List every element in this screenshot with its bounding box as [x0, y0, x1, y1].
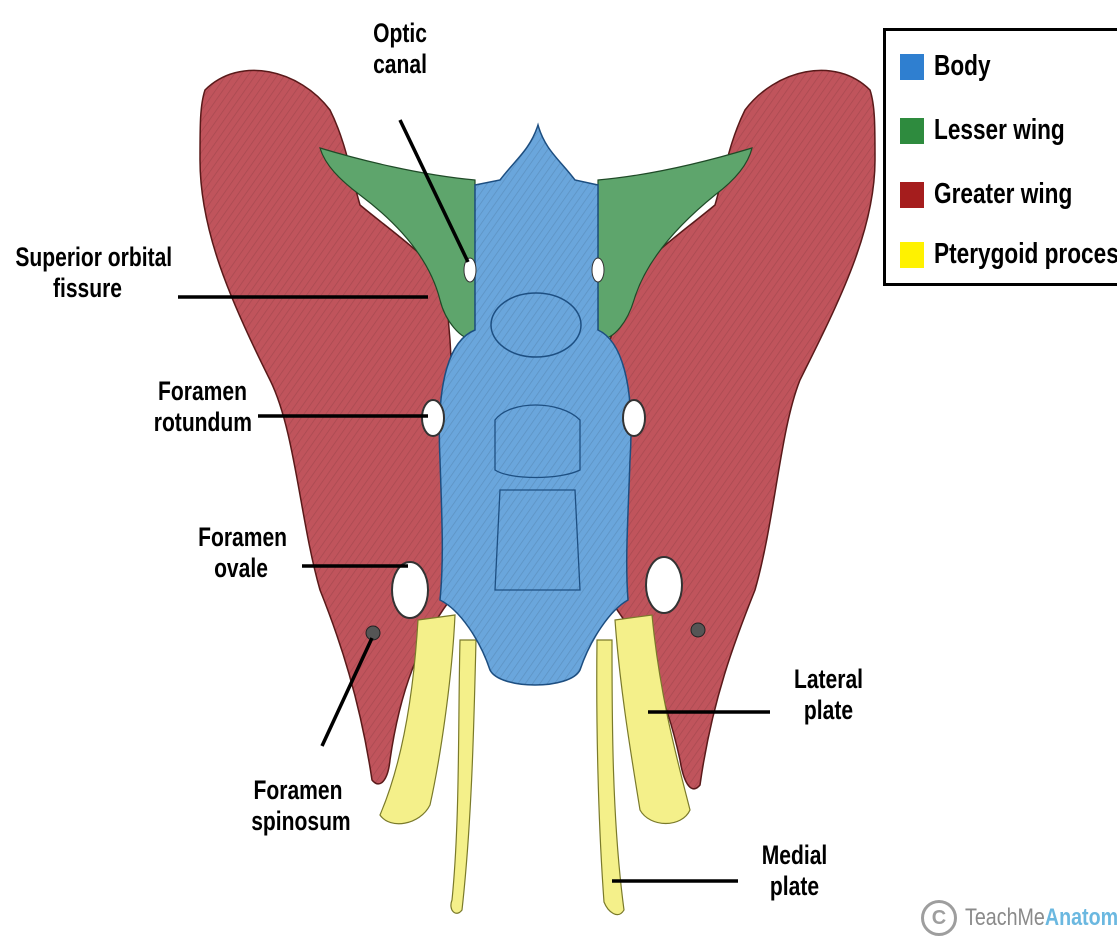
- label-rotundum-line2: rotundum: [154, 407, 252, 438]
- foramen-ovale-right: [646, 557, 682, 613]
- copyright-icon: C: [921, 900, 957, 936]
- foramen-spinosum-right: [691, 623, 705, 637]
- label-sof-line1: Superior orbital: [15, 242, 159, 273]
- label-lateral-line2: plate: [788, 695, 870, 726]
- label-medial-plate: Medial plate: [754, 840, 836, 902]
- label-lateral-line1: Lateral: [788, 664, 870, 695]
- label-medial-line1: Medial: [754, 840, 836, 871]
- legend-swatch-pterygoid-process: [900, 242, 924, 268]
- foramen-ovale-left: [392, 562, 428, 618]
- legend: Body Lesser wing Greater wing Pterygoid …: [883, 28, 1117, 286]
- label-medial-line2: plate: [754, 871, 836, 902]
- legend-swatch-greater-wing: [900, 182, 924, 208]
- watermark-brand: Anatom: [1045, 904, 1117, 931]
- label-lateral-plate: Lateral plate: [788, 664, 870, 726]
- legend-label-body: Body: [934, 49, 991, 83]
- label-ovale-line1: Foramen: [198, 522, 284, 553]
- foramen-rotundum-right: [623, 400, 645, 436]
- label-sof-line2: fissure: [15, 273, 159, 304]
- legend-label-pterygoid-process: Pterygoid process: [934, 237, 1117, 271]
- label-spinosum-line2: spinosum: [251, 806, 345, 837]
- legend-swatch-body: [900, 54, 924, 80]
- optic-canal-left: [464, 258, 476, 282]
- label-ovale-line2: ovale: [198, 553, 284, 584]
- label-foramen-ovale: Foramen ovale: [198, 522, 284, 584]
- watermark-text: TeachMeAnatom: [965, 904, 1117, 932]
- legend-swatch-lesser-wing: [900, 118, 924, 144]
- label-rotundum-line1: Foramen: [154, 376, 252, 407]
- label-foramen-rotundum: Foramen rotundum: [154, 376, 252, 438]
- label-optic-canal: Optic canal: [361, 18, 439, 80]
- legend-label-greater-wing: Greater wing: [934, 177, 1072, 211]
- foramen-rotundum-left: [422, 400, 444, 436]
- legend-label-lesser-wing: Lesser wing: [934, 113, 1065, 147]
- label-optic-canal-line1: Optic: [361, 18, 439, 49]
- label-superior-orbital-fissure: Superior orbital fissure: [15, 242, 159, 304]
- watermark-prefix: TeachMe: [965, 904, 1045, 931]
- foramen-spinosum-left: [366, 626, 380, 640]
- label-foramen-spinosum: Foramen spinosum: [251, 775, 345, 837]
- label-spinosum-line1: Foramen: [251, 775, 345, 806]
- label-optic-canal-line2: canal: [361, 49, 439, 80]
- optic-canal-right: [592, 258, 604, 282]
